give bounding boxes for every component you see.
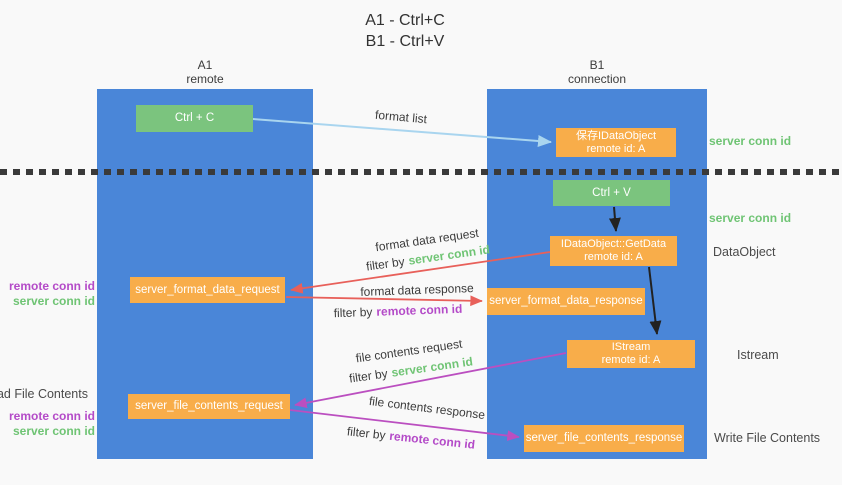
format-request-conn-id-block: remote conn id server conn id [9,279,95,309]
phase-divider-dashed-line [0,169,842,175]
server-format-data-response-node: server_format_data_response [487,288,645,315]
ctrl-v-node: Ctrl + V [553,180,670,206]
server-conn-id-label: server conn id [12,424,95,438]
title-line-1: A1 - Ctrl+C [365,12,445,29]
server-format-data-request-node: server_format_data_request [130,277,285,303]
dataobject-label: DataObject [713,245,776,259]
save-idataobject-line2: remote id: A [586,142,646,155]
server-format-data-response-label: server_format_data_response [489,295,643,307]
file-contents-response-edge-label: file contents response [368,393,486,423]
remote-conn-id-label: remote conn id [8,279,95,293]
save-idataobject-line1: 保存IDataObject [575,129,657,142]
title-line-2: B1 - Ctrl+V [365,33,445,50]
server-conn-id-label: server conn id [12,294,95,308]
diagram-title: A1 - Ctrl+C B1 - Ctrl+V [365,10,445,52]
istream-line2: remote id: A [601,354,661,366]
remote-conn-id-text: remote conn id [388,428,476,452]
format-list-edge-label: format list [374,107,428,127]
idataobject-getdata-node: IDataObject::GetData remote id: A [550,236,677,266]
filter-by-text: filter by [346,424,387,443]
save-idataobject-node: 保存IDataObject remote id: A [556,128,676,157]
read-file-contents-label: Read File Contents [0,387,88,401]
getdata-line1: IDataObject::GetData [560,238,667,250]
istream-line1: IStream [611,341,651,353]
ctrl-v-label: Ctrl + V [592,186,631,199]
server-file-contents-request-label: server_file_contents_request [135,400,283,412]
server-file-contents-request-node: server_file_contents_request [128,394,290,419]
filter-by-text: filter by [348,366,389,386]
column-b-subtitle: connection [567,72,627,86]
column-b-id: B1 [589,58,605,72]
server-conn-id-label-mid-right: server conn id [709,211,792,225]
column-a-header: A1 remote [186,58,223,86]
getdata-line2: remote id: A [584,251,643,263]
write-file-contents-label: Write File Contents [714,431,821,445]
server-format-data-request-label: server_format_data_request [135,283,280,296]
format-data-response-edge-label: format data response [360,281,474,299]
file-request-conn-id-block: remote conn id server conn id [9,409,95,439]
column-a-id: A1 [197,58,213,72]
ctrl-c-label: Ctrl + C [174,112,215,124]
filter-by-text: filter by [333,304,373,321]
istream-node: IStream remote id: A [567,340,695,368]
column-b-header: B1 connection [568,58,626,86]
server-file-contents-response-label: server_file_contents_response [525,432,683,444]
server-conn-id-label-top-right: server conn id [709,134,792,148]
remote-conn-id-text: remote conn id [376,301,463,319]
column-a-subtitle: remote [186,72,224,86]
filter-by-text: filter by [365,254,406,274]
istream-side-label: Istream [737,348,779,362]
server-file-contents-response-node: server_file_contents_response [524,425,684,452]
ctrl-c-node: Ctrl + C [136,105,253,132]
remote-conn-id-label: remote conn id [8,409,95,423]
